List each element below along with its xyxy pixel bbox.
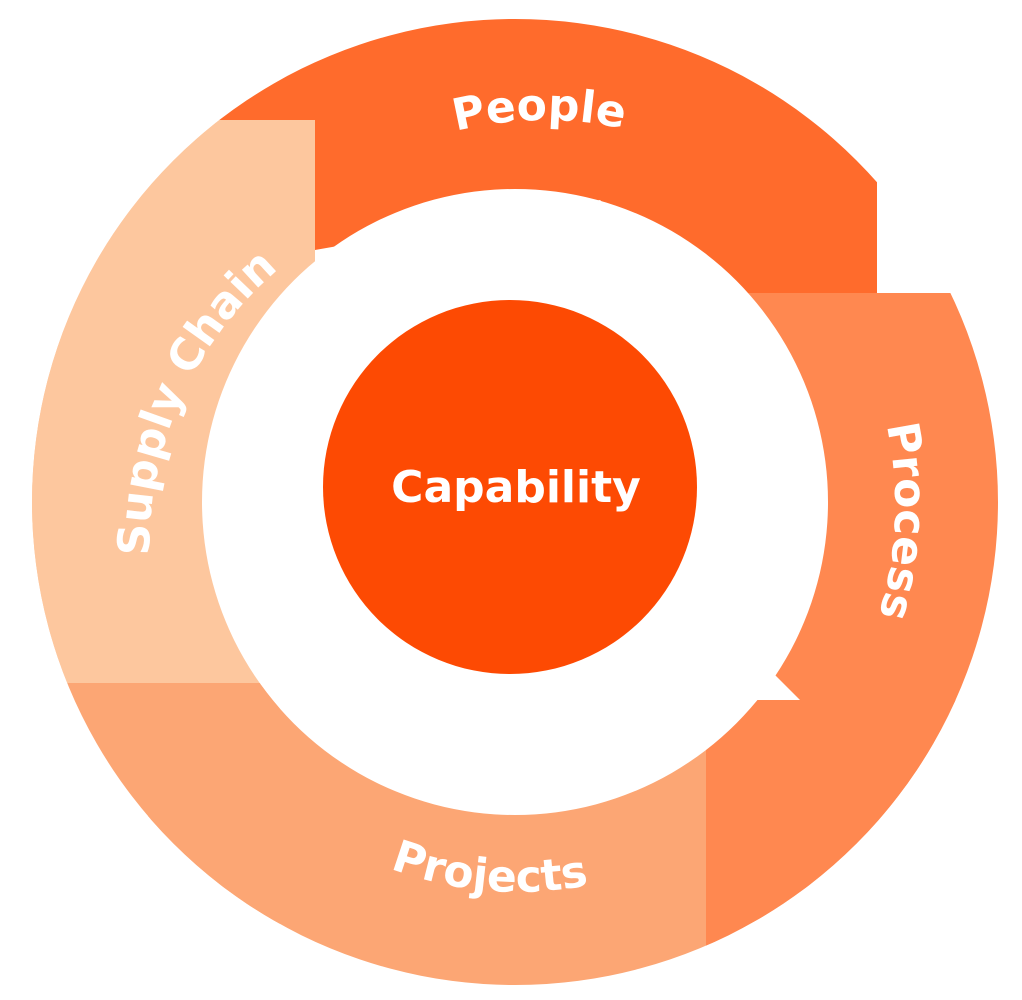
segment-process-bottom xyxy=(706,700,998,985)
center-circle xyxy=(323,300,697,674)
segment-projects-left xyxy=(148,683,280,985)
segment-process xyxy=(700,293,998,985)
segment-people xyxy=(200,19,998,293)
center-label: Capability xyxy=(391,462,641,513)
